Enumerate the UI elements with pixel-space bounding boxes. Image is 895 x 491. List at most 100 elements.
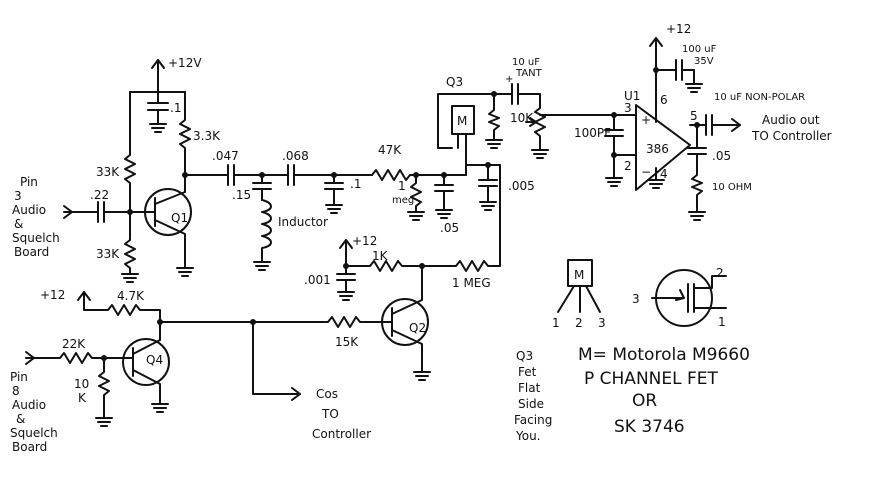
cap-nonpolar-label: 10 uF NON-POLAR — [714, 92, 805, 103]
fet-orientation-note: Q3 Fet Flat Side Facing You. — [514, 349, 552, 443]
cap-068-label: .068 — [282, 149, 309, 163]
svg-text:Q3: Q3 — [516, 349, 533, 363]
filter-chain: .047 .068 .15 Inductor .1 47K 1 meg .05 … — [184, 143, 535, 271]
inductor-coil — [261, 199, 272, 263]
svg-text:Facing: Facing — [514, 413, 552, 427]
fet-pinout: M 1 2 3 3 2 1 Q3 Fet Flat Side Facing Yo… — [514, 259, 750, 443]
fet-pin2-label: 2 — [575, 316, 583, 330]
svg-text:&: & — [14, 217, 23, 231]
svg-text:Squelch: Squelch — [10, 426, 58, 440]
fet-sym-pin3-label: 3 — [632, 292, 640, 306]
svg-text:M= Motorola M9660: M= Motorola M9660 — [578, 345, 750, 365]
resistor-47k-label: 47K — [378, 143, 402, 157]
svg-text:8: 8 — [12, 384, 20, 398]
svg-text:Pin: Pin — [10, 370, 28, 384]
plus12v-label: +12V — [168, 56, 202, 70]
svg-text:−: − — [641, 165, 651, 179]
svg-text:Board: Board — [12, 440, 47, 454]
u1-pin2-label: 2 — [624, 159, 632, 173]
u1-pin6-label: 6 — [660, 93, 668, 107]
fet-m-label: M — [574, 268, 584, 282]
resistor-33k-bot-label: 33K — [96, 247, 120, 261]
svg-text:TO Controller: TO Controller — [751, 129, 832, 143]
svg-text:Audio out: Audio out — [762, 113, 820, 127]
u1-pin4-label: 4 — [660, 167, 668, 181]
q1-transistor — [144, 188, 192, 236]
pot-10k — [534, 107, 546, 151]
svg-text:Controller: Controller — [312, 427, 371, 441]
resistor-1meg2-label: 1 MEG — [452, 276, 491, 290]
pin8-input-label: Pin 8 Audio & Squelch Board — [10, 370, 58, 454]
resistor-3-3k-label: 3.3K — [193, 129, 221, 143]
u1-part-label: 386 — [646, 142, 669, 156]
cap-100uf-label: 100 uF — [682, 44, 717, 55]
q4-label: Q4 — [146, 353, 163, 367]
resistor-1meg-label-b: meg — [392, 195, 414, 206]
cap-005-label: .005 — [508, 179, 535, 193]
svg-text:+: + — [641, 113, 651, 127]
plus12-label: +12 — [40, 288, 65, 302]
cap-35v-label: 35V — [694, 56, 714, 67]
svg-text:Board: Board — [14, 245, 49, 259]
svg-text:Squelch: Squelch — [12, 231, 60, 245]
resistor-33k-top-label: 33K — [96, 165, 120, 179]
cos-output-label: Cos TO Controller — [312, 387, 371, 441]
q2-q4-stage: +12 1K .001 1 MEG Q2 15K Cos TO Controll… — [10, 234, 501, 454]
svg-text:Pin: Pin — [20, 175, 38, 189]
plus12-q2-label: +12 — [352, 234, 377, 248]
cap-tant-label: 10 uF — [512, 57, 540, 68]
svg-text:TO: TO — [321, 407, 339, 421]
q3-fet-package — [451, 105, 475, 135]
u1-amplifier: U1 386 + − 3 100PF 2 +12 6 100 uF 35V 4 — [574, 22, 832, 221]
q3-fet-stage: Q3 M + 10 uF TANT 10K — [437, 57, 615, 176]
u1-386-triangle — [635, 104, 691, 191]
svg-text:&: & — [16, 412, 25, 426]
svg-text:Cos: Cos — [316, 387, 338, 401]
u1-pin5-label: 5 — [690, 109, 698, 123]
cap-tant-plus: + — [505, 74, 513, 85]
inductor-label: Inductor — [278, 215, 328, 229]
svg-text:P CHANNEL FET: P CHANNEL FET — [584, 369, 719, 389]
plus12-u1-label: +12 — [666, 22, 691, 36]
pin3-input-label: Pin 3 Audio & Squelch Board — [12, 175, 60, 259]
q1-stage: +12V .1 3.3K 33K 33K .22 Q1 Pin 3 Audio … — [12, 56, 221, 283]
pot-10k-label: 10K — [510, 111, 534, 125]
u1-pin3-label: 3 — [624, 101, 632, 115]
svg-text:Audio: Audio — [12, 398, 46, 412]
fet-sym-pin1-label: 1 — [718, 315, 726, 329]
part-number-note: M= Motorola M9660 P CHANNEL FET OR SK 37… — [578, 345, 750, 437]
resistor-1k-label: 1K — [372, 249, 389, 263]
resistor-47k-q4-label: 4.7K — [117, 289, 145, 303]
u1-label: U1 — [624, 89, 640, 103]
q4-transistor — [122, 338, 170, 386]
svg-text:Audio: Audio — [12, 203, 46, 217]
svg-text:SK 3746: SK 3746 — [614, 417, 685, 437]
fet-pin1-label: 1 — [552, 316, 560, 330]
svg-text:You.: You. — [515, 429, 541, 443]
svg-text:Side: Side — [518, 397, 544, 411]
resistor-1meg-label: 1 — [398, 179, 406, 193]
cap-tant-label-b: TANT — [515, 68, 543, 79]
cap-001-label: .001 — [304, 273, 331, 287]
q1-label: Q1 — [171, 211, 188, 225]
cap-022-label: .22 — [90, 188, 109, 202]
resistor-22k-label: 22K — [62, 337, 86, 351]
svg-text:Flat: Flat — [518, 381, 541, 395]
q2-label: Q2 — [409, 321, 426, 335]
q3-m-label: M — [457, 114, 467, 128]
resistor-10ohm-label: 10 OHM — [712, 182, 752, 193]
cap-05-label: .05 — [440, 221, 459, 235]
svg-text:Fet: Fet — [518, 365, 537, 379]
cap-047-label: .047 — [212, 149, 239, 163]
resistor-15k-label: 15K — [335, 335, 359, 349]
fet-pin3-label: 3 — [598, 316, 606, 330]
cap-01b-label: .1 — [350, 177, 361, 191]
resistor-10k-label-b: K — [78, 391, 87, 405]
cap-05b-label: .05 — [712, 149, 731, 163]
cap-100pf-label: 100PF — [574, 126, 611, 140]
audio-out-label: Audio out TO Controller — [751, 113, 832, 143]
cap-015-label: .15 — [232, 188, 251, 202]
svg-text:OR: OR — [632, 391, 657, 411]
q3-label: Q3 — [446, 75, 463, 89]
